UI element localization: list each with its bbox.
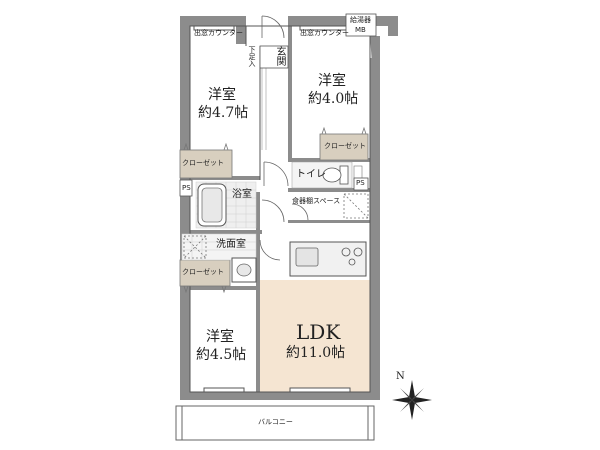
room-western-bottom-left-name: 洋室 [206,329,234,345]
room-western-top-left-name: 洋室 [208,87,236,103]
entrance-label: 玄関 [274,46,285,66]
compass-icon [392,380,432,420]
exterior-walls [180,16,398,400]
washing-machine-space [183,235,207,259]
cupboard-space [343,193,369,219]
closet-label-3: クローゼット [182,268,224,276]
closet-label-2: クローゼット [324,142,366,150]
room-western-top-right-name: 洋室 [318,73,346,89]
toilet-fixture [291,161,363,189]
ps-left-label: PS [182,184,191,192]
room-western-bottom-left-size: 約4.5帖 [196,347,247,363]
mb-label: MB [355,26,366,34]
bath-label: 浴室 [232,189,252,200]
kitchen-counter [289,241,367,277]
bay-counter-left-label: 出窓カウンター [194,29,243,37]
room-ldk-name: LDK [296,320,341,344]
bathtub [197,183,227,227]
washroom-label: 洗面室 [216,239,246,250]
ps-right-label: PS [356,179,365,187]
washbasin [231,257,257,283]
cupboard-space-label: 食器棚スペース [292,197,341,205]
doors [259,15,309,261]
closets [179,133,369,287]
closet-door-marks [183,126,367,294]
washroom-tiles [181,233,257,261]
shoe-box-label: 下足入 [248,46,256,67]
room-western-top-right-size: 約4.0帖 [308,91,359,107]
service-boxes [179,13,377,197]
closet-label-1: クローゼット [182,159,224,167]
balcony-label: バルコニー [258,418,293,426]
room-western-top-left-size: 約4.7帖 [198,105,249,121]
bay-counter-right-label: 出窓カウンター [300,29,349,37]
room-ldk-size: 約11.0帖 [286,345,346,361]
toilet-label: トイレ [296,169,326,180]
meter-box-label: 給湯器 [350,16,371,24]
balcony [175,405,375,441]
hallway-sash [261,60,267,150]
ldk-floor [260,280,370,392]
north-label: N [396,371,405,382]
